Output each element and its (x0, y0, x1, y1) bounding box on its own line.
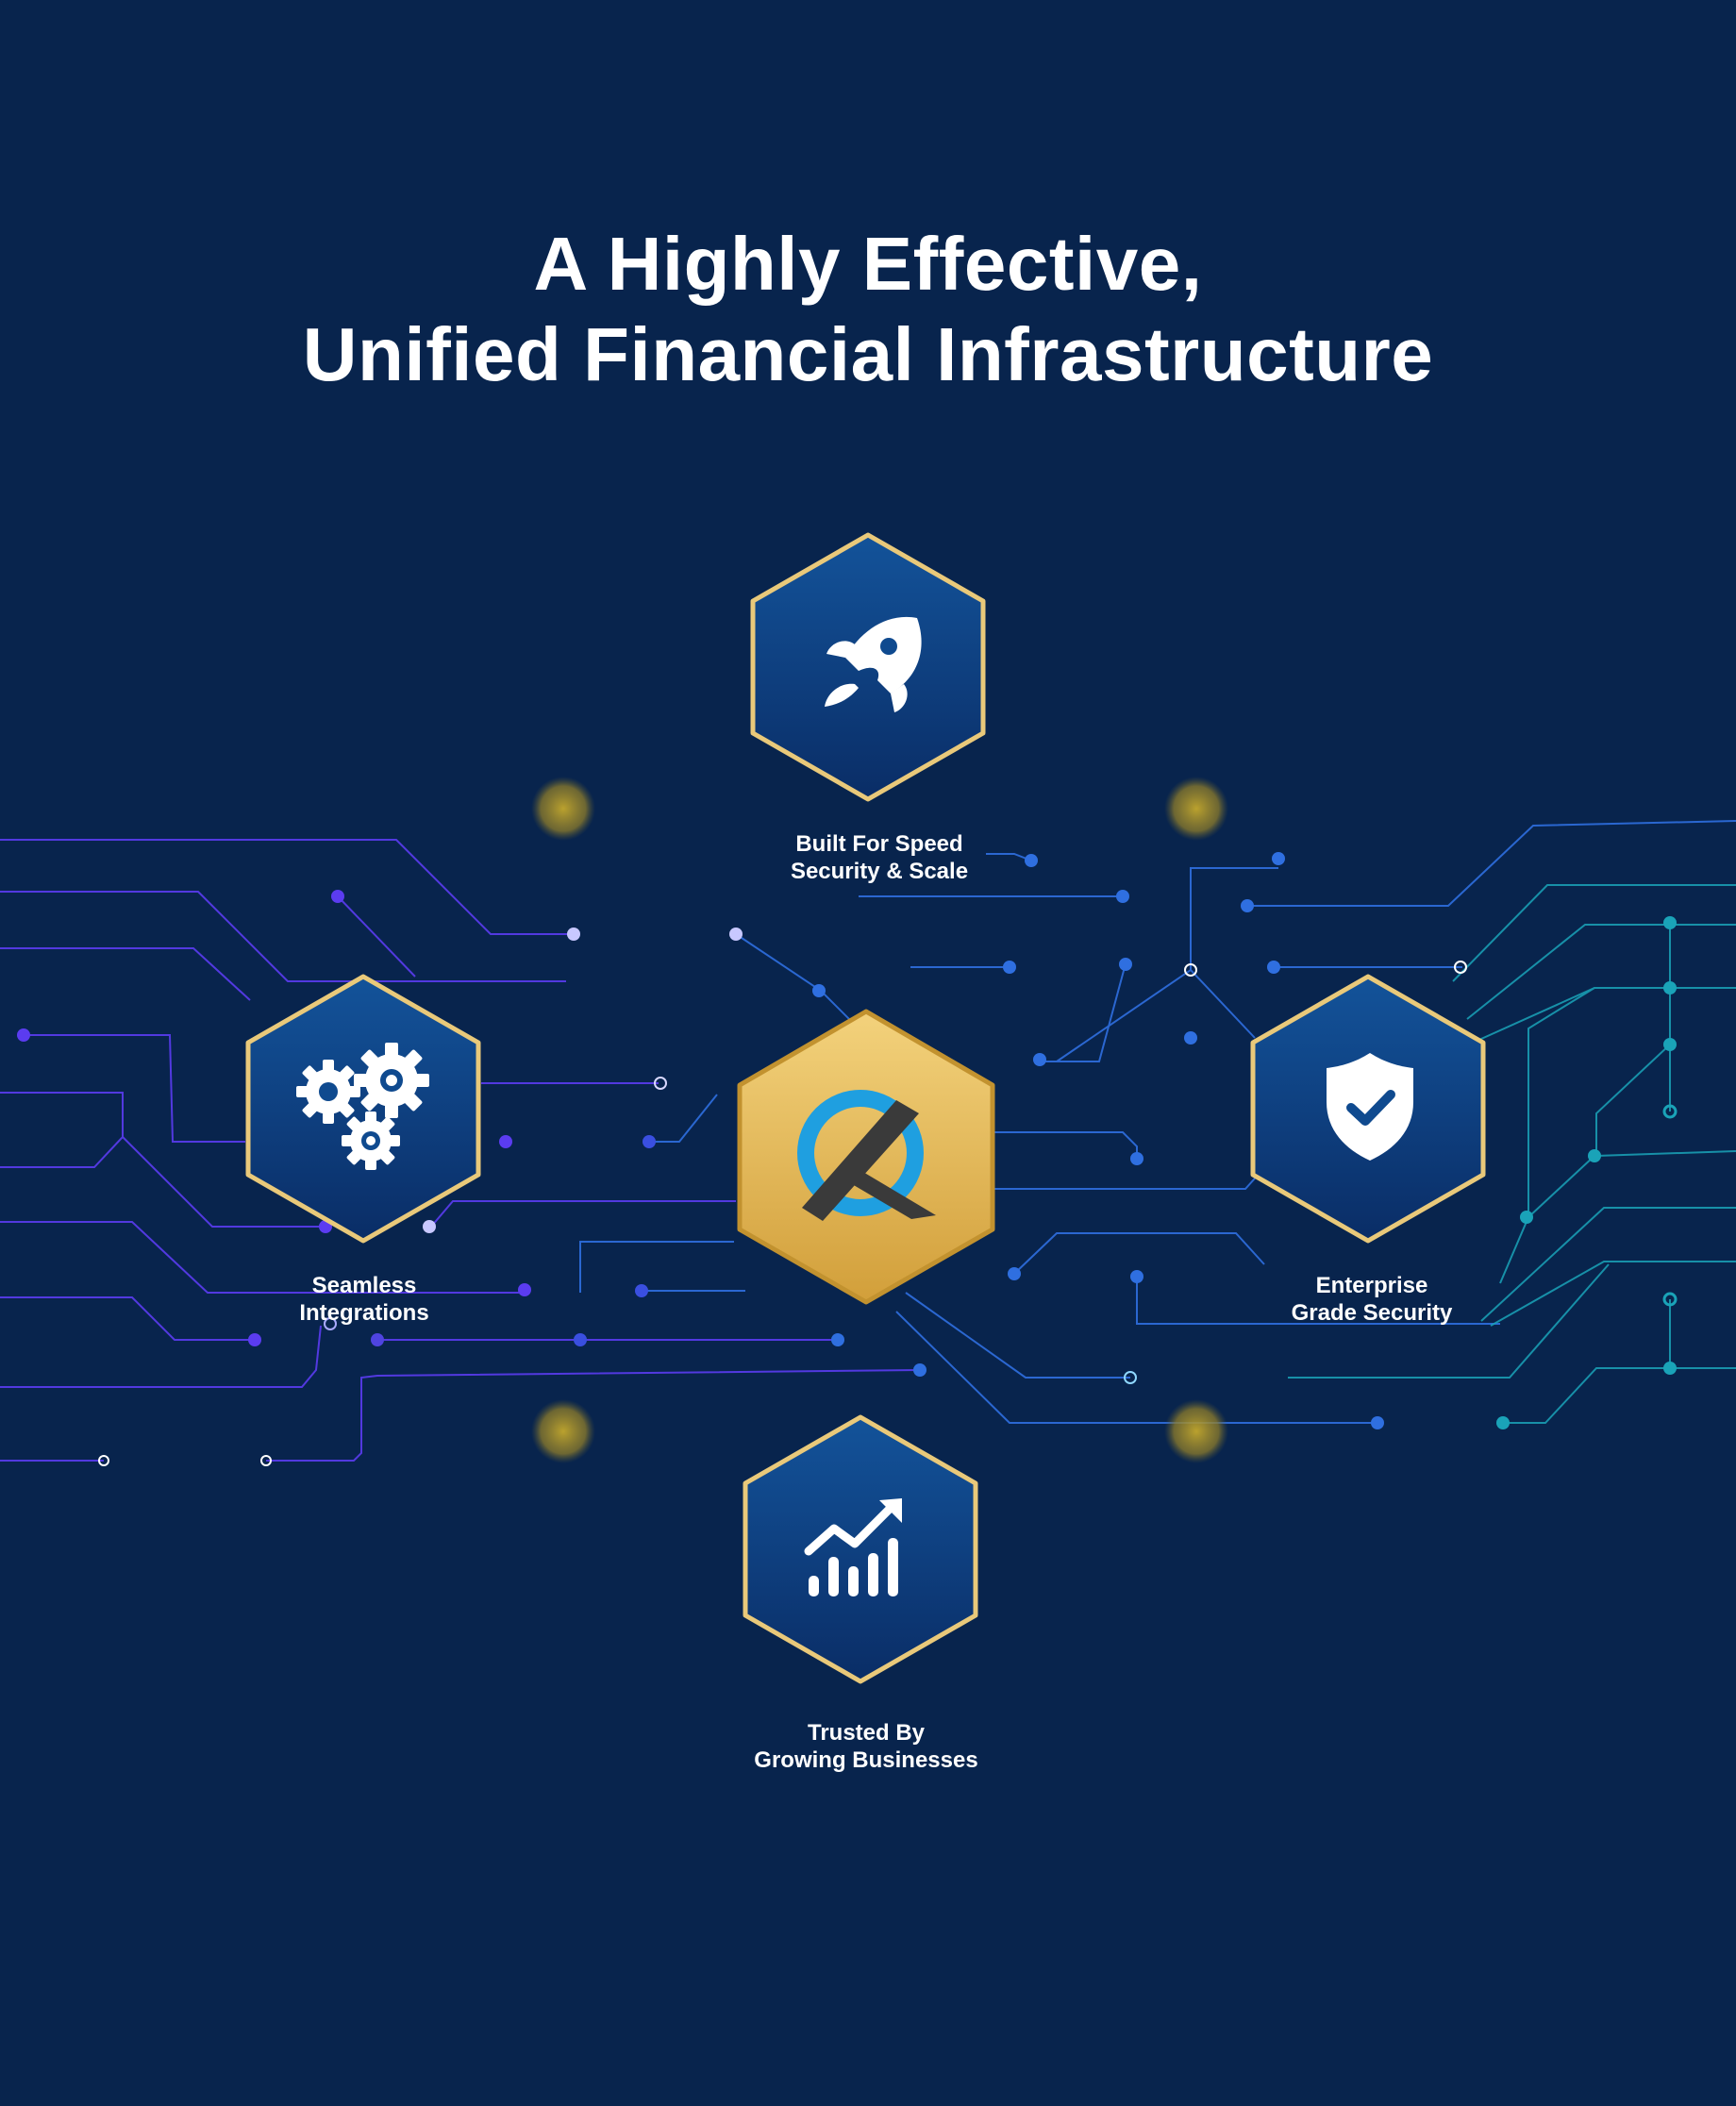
feature-label-integrations-line2: Integrations (299, 1300, 429, 1326)
feature-label-integrations: Seamless Integrations (194, 1272, 534, 1327)
rocket-icon (825, 616, 922, 712)
feature-label-security-line1: Enterprise (1315, 1273, 1428, 1298)
title-line-1: A Highly Effective, (533, 222, 1203, 306)
glow-dots (531, 777, 1228, 1463)
feature-label-integrations-line1: Seamless (311, 1273, 417, 1298)
circuit-nodes (17, 852, 1678, 1466)
hex-node-speed (750, 532, 986, 802)
feature-label-speed: Built For Speed Security & Scale (709, 830, 1049, 885)
left-circuit-traces (0, 839, 921, 1462)
feature-label-trust-line2: Growing Businesses (754, 1747, 978, 1773)
feature-label-security: Enterprise Grade Security (1202, 1272, 1542, 1327)
title-line-2: Unified Financial Infrastructure (302, 312, 1434, 396)
feature-label-security-line2: Grade Security (1291, 1300, 1453, 1326)
hex-node-security (1250, 974, 1486, 1244)
gears-icon (296, 1043, 429, 1170)
feature-label-trust-line1: Trusted By (807, 1720, 926, 1746)
page-title: A Highly Effective, Unified Financial In… (0, 219, 1736, 400)
feature-label-speed-line2: Security & Scale (790, 859, 969, 884)
growth-chart-icon (804, 1498, 902, 1596)
hex-node-trust (743, 1414, 978, 1684)
hex-node-integrations (245, 974, 481, 1244)
shield-check-icon (1327, 1053, 1413, 1161)
feature-label-trust: Trusted By Growing Businesses (696, 1719, 1036, 1774)
center-brand-hex (737, 1009, 995, 1305)
brand-logo-icon (797, 1090, 936, 1221)
feature-label-speed-line1: Built For Speed (795, 831, 963, 857)
